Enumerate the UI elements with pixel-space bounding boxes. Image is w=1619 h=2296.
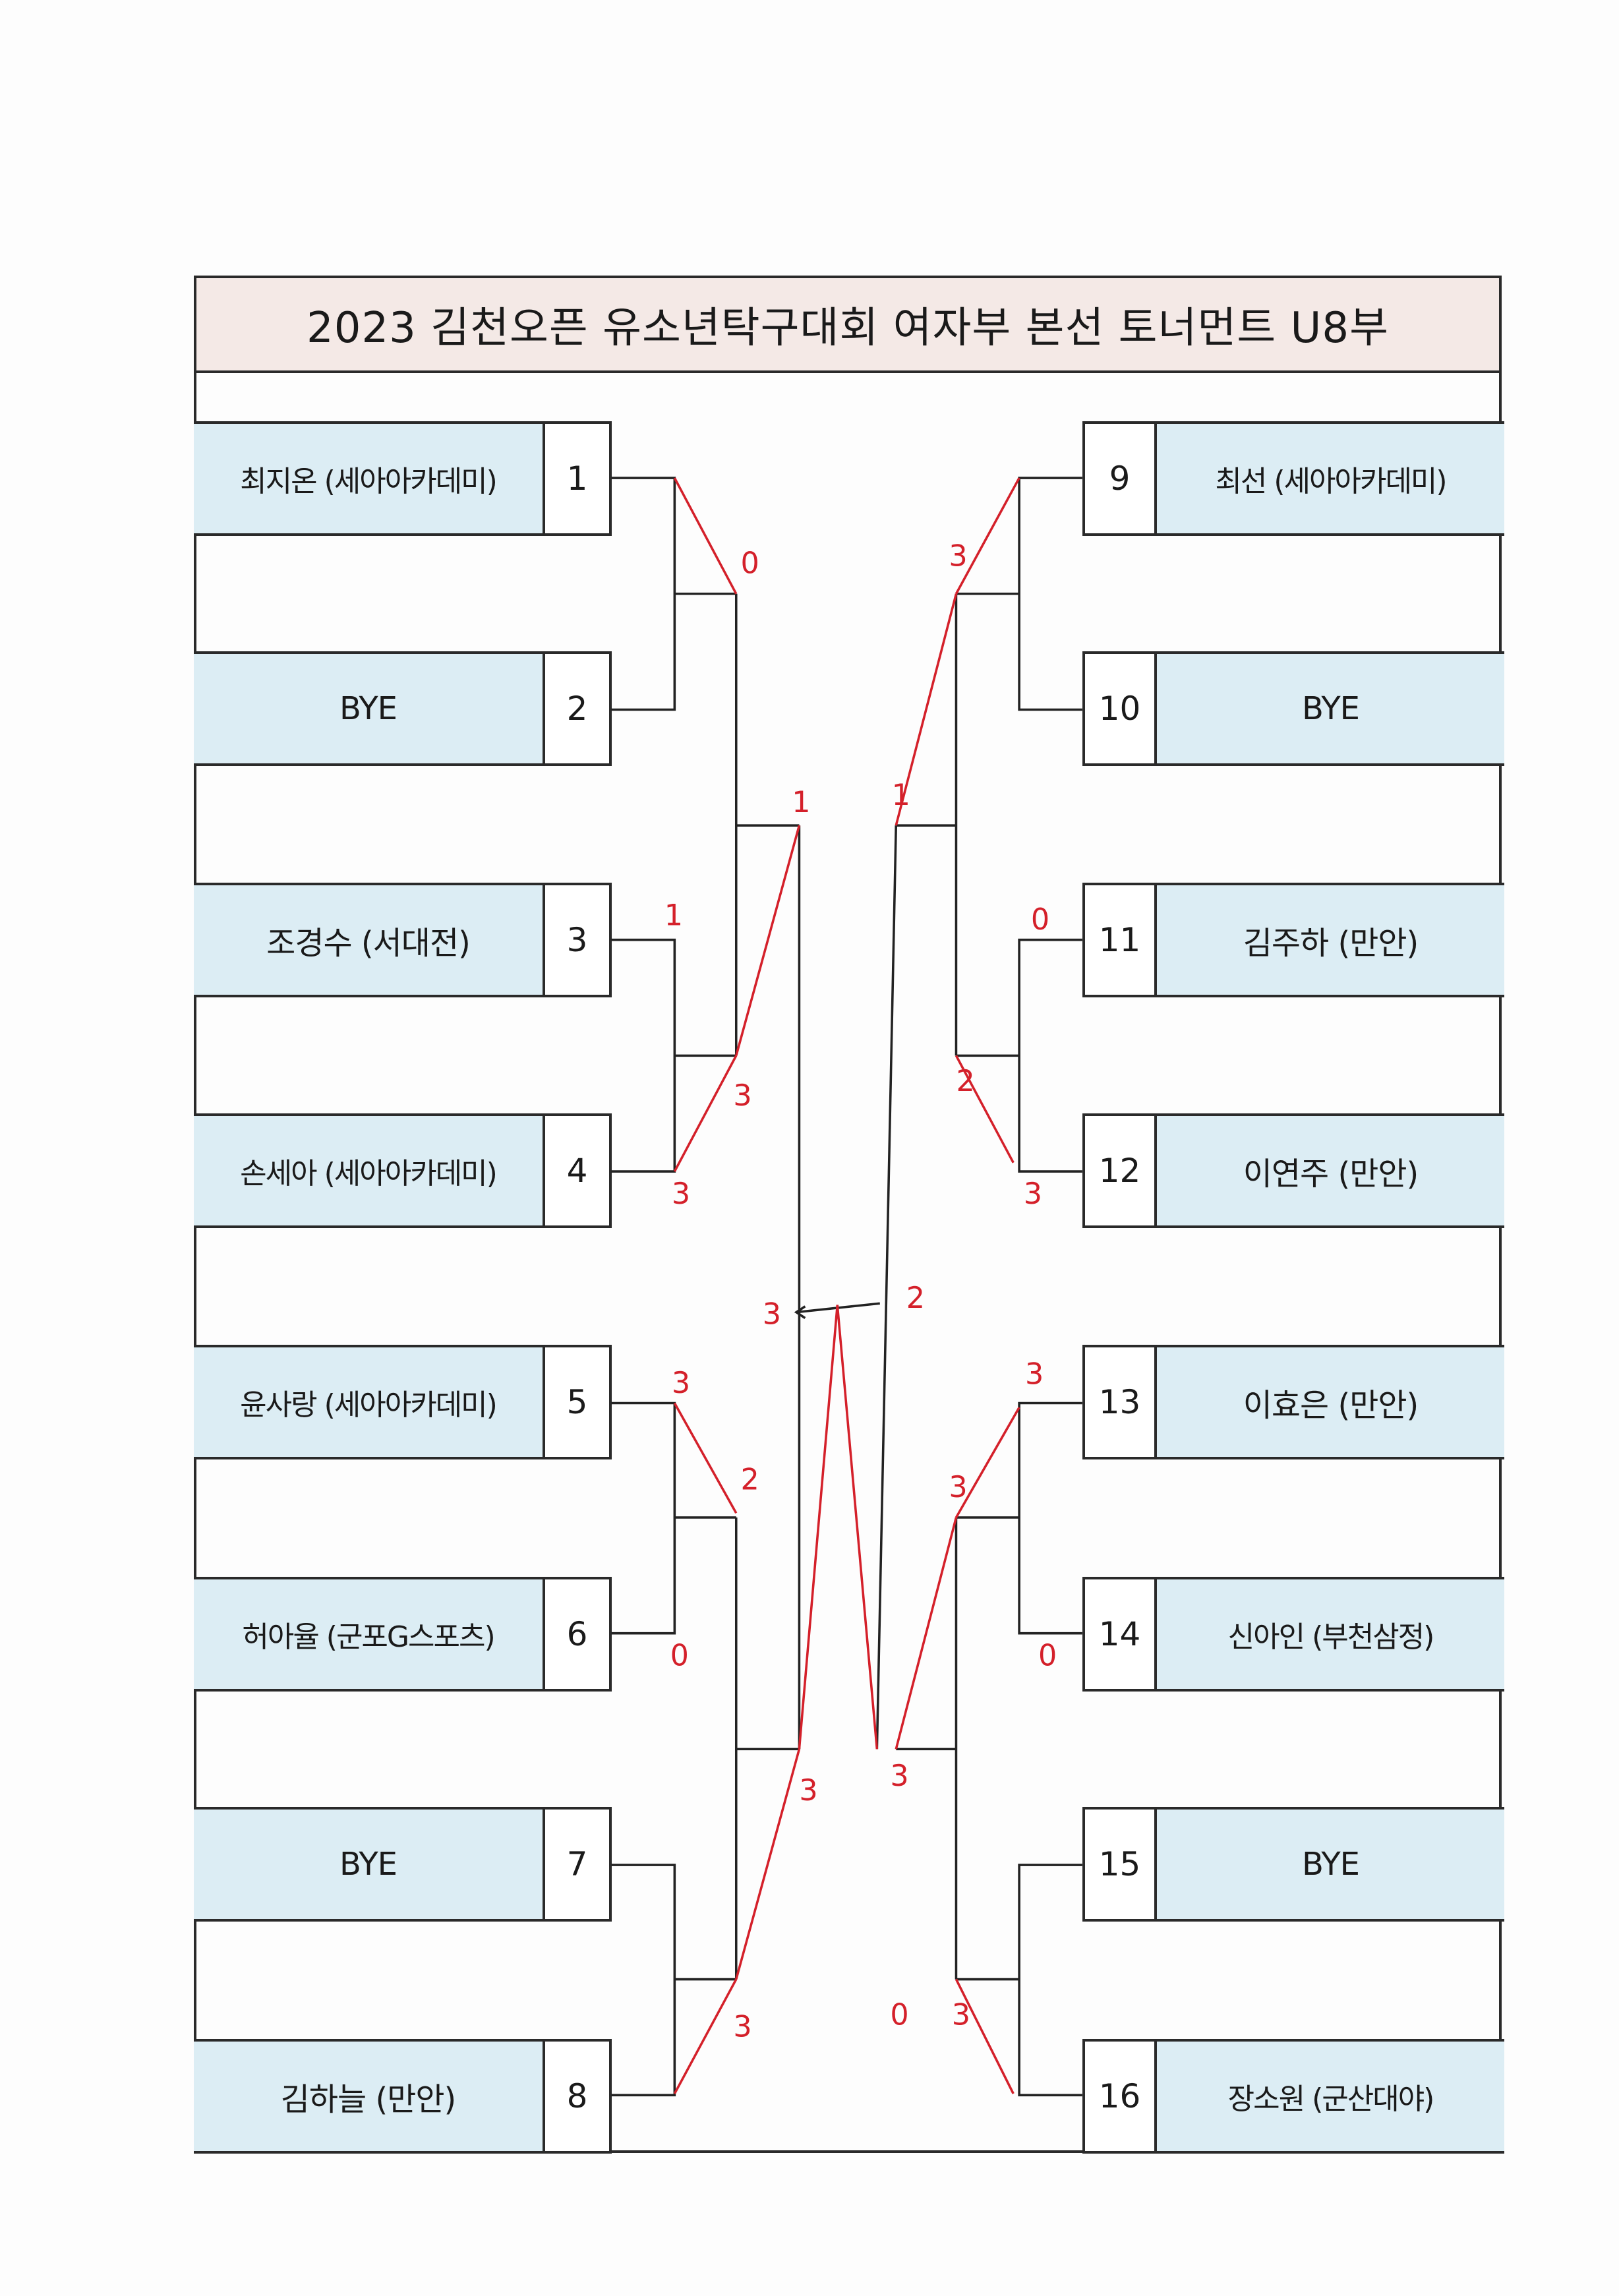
seed-number: 13	[1082, 1345, 1157, 1459]
seed-number: 5	[543, 1345, 612, 1459]
seed-number: 14	[1082, 1577, 1157, 1692]
left-player-slot: 최지온 (세아아카데미)1	[194, 421, 612, 536]
player-name: 최지온 (세아아카데미)	[194, 421, 545, 536]
left-player-slot: 허아율 (군포G스포츠)6	[194, 1577, 612, 1692]
seed-number: 2	[543, 651, 612, 766]
player-name: 이효은 (만안)	[1154, 1345, 1504, 1459]
player-name: 신아인 (부천삼정)	[1154, 1577, 1504, 1692]
player-name: 최선 (세아아카데미)	[1154, 421, 1504, 536]
seed-number: 16	[1082, 2039, 1157, 2154]
left-player-slot: 조경수 (서대전)3	[194, 883, 612, 997]
player-name: 김주하 (만안)	[1154, 883, 1504, 997]
seed-number: 15	[1082, 1807, 1157, 1922]
seed-number: 3	[543, 883, 612, 997]
seed-number: 11	[1082, 883, 1157, 997]
seed-number: 7	[543, 1807, 612, 1922]
player-name: BYE	[194, 651, 545, 766]
seed-number: 12	[1082, 1113, 1157, 1228]
player-name: 허아율 (군포G스포츠)	[194, 1577, 545, 1692]
player-name: BYE	[1154, 1807, 1504, 1922]
player-name: 윤사랑 (세아아카데미)	[194, 1345, 545, 1459]
player-name: 김하늘 (만안)	[194, 2039, 545, 2154]
page-title: 2023 김천오픈 유소년탁구대회 여자부 본선 토너먼트 U8부	[194, 276, 1502, 373]
player-name: 손세아 (세아아카데미)	[194, 1113, 545, 1228]
player-name: 이연주 (만안)	[1154, 1113, 1504, 1228]
seed-number: 8	[543, 2039, 612, 2154]
left-player-slot: 손세아 (세아아카데미)4	[194, 1113, 612, 1228]
seed-number: 10	[1082, 651, 1157, 766]
player-name: 조경수 (서대전)	[194, 883, 545, 997]
left-player-slot: 김하늘 (만안)8	[194, 2039, 612, 2154]
player-name: BYE	[1154, 651, 1504, 766]
player-name: 장소원 (군산대야)	[1154, 2039, 1504, 2154]
seed-number: 1	[543, 421, 612, 536]
seed-number: 4	[543, 1113, 612, 1228]
seed-number: 6	[543, 1577, 612, 1692]
seed-number: 9	[1082, 421, 1157, 536]
left-player-slot: 윤사랑 (세아아카데미)5	[194, 1345, 612, 1459]
player-name: BYE	[194, 1807, 545, 1922]
